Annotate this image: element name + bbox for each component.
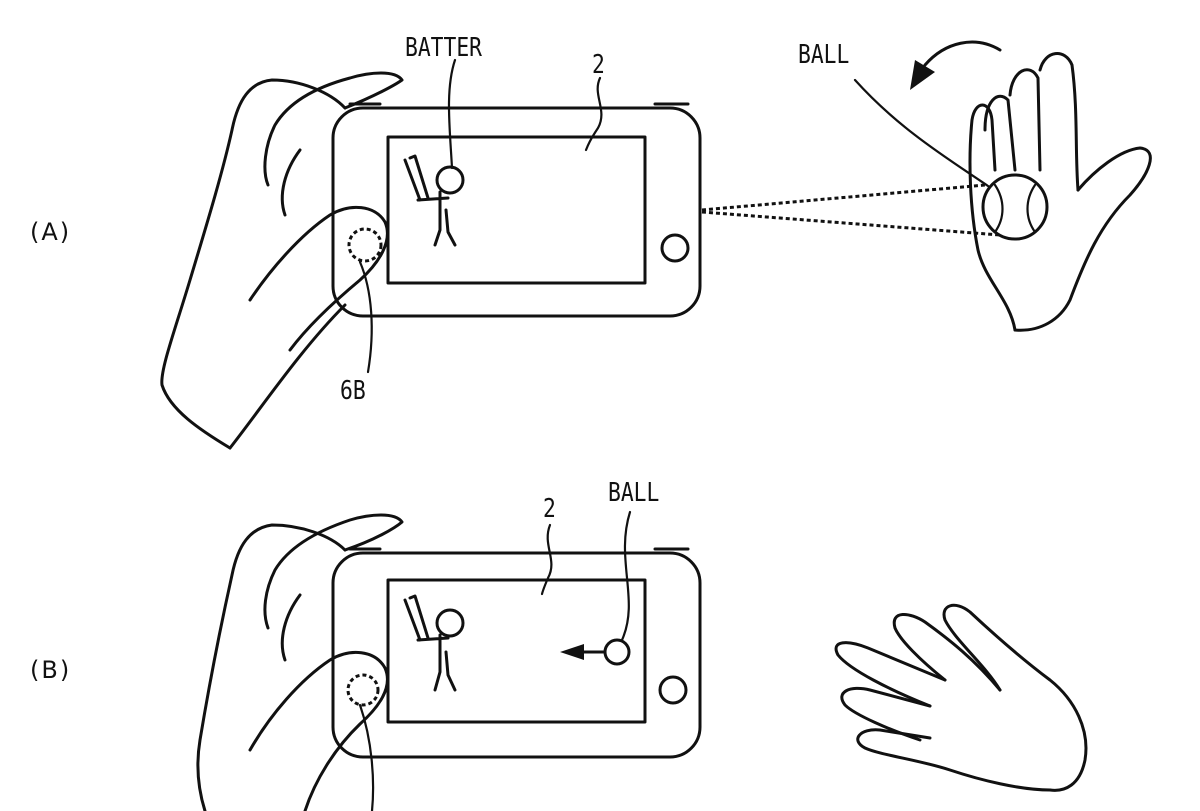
button-6b-outline [347, 227, 383, 263]
panel-label-a: (A) [30, 218, 72, 246]
device-leader-line-b [540, 523, 553, 596]
device-ref-b: 2 [543, 494, 556, 524]
batter-figure-b [403, 594, 465, 692]
ball-label-a: BALL [798, 40, 850, 70]
ball-a [981, 173, 1049, 241]
device-screen-b [386, 578, 647, 724]
handheld-device-a [331, 106, 702, 318]
right-hand-a [968, 52, 1152, 332]
panel-a [160, 40, 1152, 450]
button-ref-6b: 6B [340, 376, 366, 406]
camera-sight-lines [701, 183, 1001, 237]
ball-leader-line-a [853, 78, 990, 188]
ball-motion-arrow-head [560, 644, 584, 660]
right-hand-b [834, 603, 1088, 792]
ball-leader-line-b [620, 510, 632, 642]
panel-b [196, 510, 1088, 811]
batter-leader-line [447, 58, 457, 170]
device-leader-line-a [584, 76, 603, 152]
ball-b [603, 638, 631, 666]
home-button-a [660, 233, 690, 263]
rotation-arrow [923, 40, 1002, 67]
left-hand-a [160, 71, 690, 450]
device-screen-a [386, 135, 647, 285]
ball-label-b: BALL [608, 478, 660, 508]
rotation-arrow-head [910, 60, 935, 90]
handheld-device-b [331, 551, 702, 759]
home-button-b [658, 675, 688, 705]
batter-figure-a [403, 154, 465, 247]
batter-label: BATTER [405, 33, 483, 63]
device-ref-a: 2 [592, 50, 605, 80]
button-6b-outline-b [346, 673, 380, 707]
panel-label-b: (B) [30, 656, 72, 684]
left-hand-b [196, 513, 690, 811]
